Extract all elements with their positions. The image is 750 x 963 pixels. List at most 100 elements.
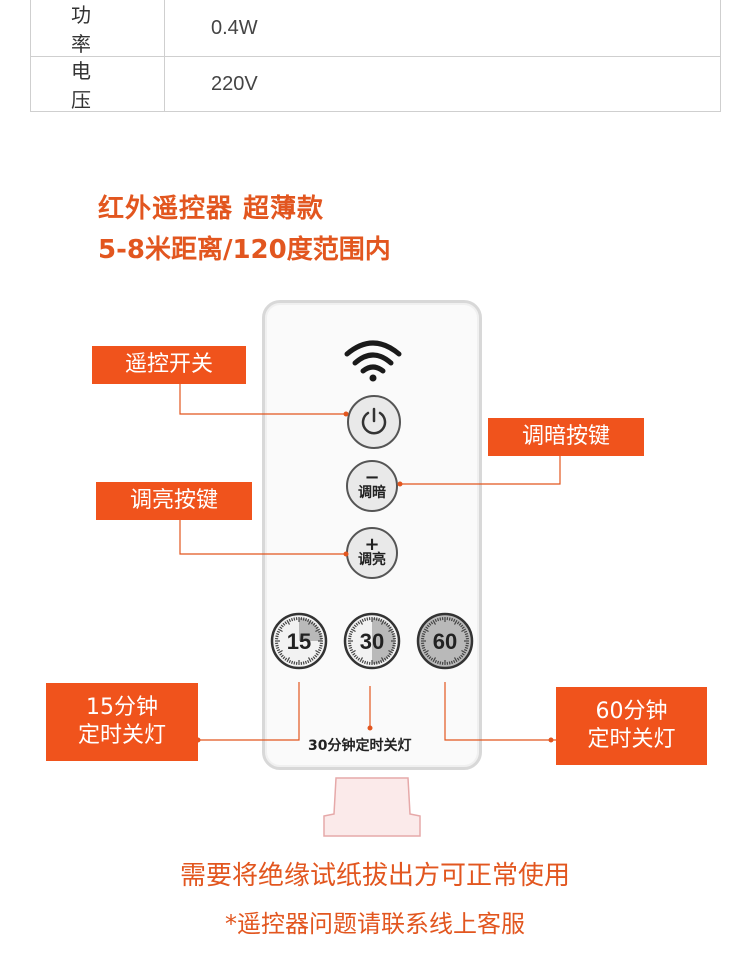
dial-tick	[456, 621, 460, 625]
dial-tick	[361, 659, 365, 664]
callout-timer-15-line1: 15分钟	[86, 695, 158, 720]
dial-tick	[392, 635, 396, 638]
dial-tick	[359, 619, 364, 625]
timer-30-button[interactable]: 30	[343, 612, 401, 670]
dial-tick	[293, 617, 296, 621]
dial-tick	[426, 624, 430, 628]
dial-tick	[275, 635, 279, 638]
dial-tick	[437, 617, 440, 622]
dial-tick	[385, 622, 389, 626]
spec-row-power: 功率 0.4W	[31, 0, 720, 57]
notice-pull-tab: 需要将绝缘试纸拔出方可正常使用	[179, 861, 570, 891]
dial-tick	[377, 617, 380, 622]
dial-tick	[391, 646, 396, 649]
dial-tick	[452, 618, 456, 623]
dial-tick	[432, 657, 437, 663]
dial-tick	[458, 656, 462, 660]
dial-tick	[319, 635, 323, 638]
callout-timer-15-line2: 定时关灯	[77, 723, 166, 748]
dial-tick	[461, 652, 465, 656]
dial-tick	[450, 660, 453, 665]
dial-tick	[434, 659, 438, 664]
dial-tick	[317, 648, 322, 652]
dial-tick	[349, 648, 354, 652]
dial-tick	[437, 660, 440, 665]
timer-15-label: 15	[287, 629, 311, 654]
dial-tick	[361, 618, 365, 623]
power-button[interactable]	[347, 395, 401, 449]
dial-tick	[439, 661, 442, 665]
dial-tick	[452, 659, 456, 664]
dial-tick	[279, 626, 283, 630]
dial-tick	[318, 646, 323, 649]
dial-tick	[352, 652, 356, 656]
dial-tick	[388, 652, 392, 656]
dial-tick	[439, 617, 442, 621]
dial-tick	[423, 649, 429, 654]
dial-tick	[350, 628, 356, 633]
callout-timer-60-line1: 60分钟	[595, 699, 668, 724]
dial-tick	[391, 633, 396, 636]
timer-15-button[interactable]: 15	[270, 612, 328, 670]
dial-tick	[379, 659, 383, 664]
dial-tick	[277, 628, 283, 633]
dial-tick	[425, 652, 429, 656]
dial-tick	[306, 618, 310, 623]
dial-tick	[307, 657, 312, 663]
dial-tick	[366, 617, 369, 621]
dial-tick	[314, 624, 318, 628]
dial-tick	[364, 617, 367, 622]
dial-tick	[390, 648, 395, 652]
dial-tick	[385, 656, 389, 660]
dial-tick	[288, 659, 292, 664]
callout-power: 遥控开关	[92, 346, 246, 384]
dial-tick	[302, 661, 305, 665]
dial-tick	[465, 644, 469, 647]
dial-tick	[375, 617, 378, 621]
callout-dim: 调暗按键	[488, 418, 644, 456]
bright-button-label: 调亮	[358, 552, 386, 568]
bright-button[interactable]: + 调亮	[346, 527, 398, 579]
dial-tick	[275, 644, 279, 647]
dial-tick	[465, 635, 469, 638]
dial-tick	[288, 618, 292, 623]
dial-tick	[388, 628, 394, 633]
insulation-pull-tab	[323, 777, 421, 837]
dial-tick	[314, 654, 318, 658]
dial-tick	[319, 644, 323, 647]
timer-60-label: 60	[433, 629, 457, 654]
dial-tick	[302, 617, 305, 621]
dial-tick	[359, 657, 364, 663]
dial-tick	[318, 633, 323, 636]
dial-tick	[425, 626, 429, 630]
dial-tick	[310, 621, 314, 625]
timer-60-button[interactable]: 60	[416, 612, 474, 670]
dial-tick	[277, 649, 283, 654]
dial-tick	[291, 617, 294, 622]
dial-tick	[461, 649, 467, 654]
dial-tick	[426, 654, 430, 658]
callout-bright: 调亮按键	[96, 482, 252, 520]
dial-tick	[355, 622, 359, 626]
plus-icon: +	[364, 534, 380, 555]
dial-tick	[348, 644, 352, 647]
dial-tick	[284, 621, 288, 625]
dial-tick	[286, 657, 291, 663]
dial-tick	[306, 659, 310, 664]
dial-tick	[448, 617, 451, 621]
dim-button[interactable]: − 调暗	[346, 460, 398, 512]
dial-tick	[315, 626, 319, 630]
dial-tick	[350, 649, 356, 654]
dial-tick	[276, 648, 281, 652]
dial-tick	[280, 654, 284, 658]
dial-tick	[421, 646, 426, 649]
dial-tick	[434, 618, 438, 623]
dial-tick	[317, 630, 322, 634]
dial-tick	[304, 660, 307, 665]
spec-value: 220V	[211, 72, 258, 95]
dial-tick	[377, 660, 380, 665]
dial-tick	[453, 657, 458, 663]
dial-tick	[276, 630, 281, 634]
dial-tick	[304, 617, 307, 622]
notice-support: *遥控器问题请联系线上客服	[225, 910, 525, 938]
